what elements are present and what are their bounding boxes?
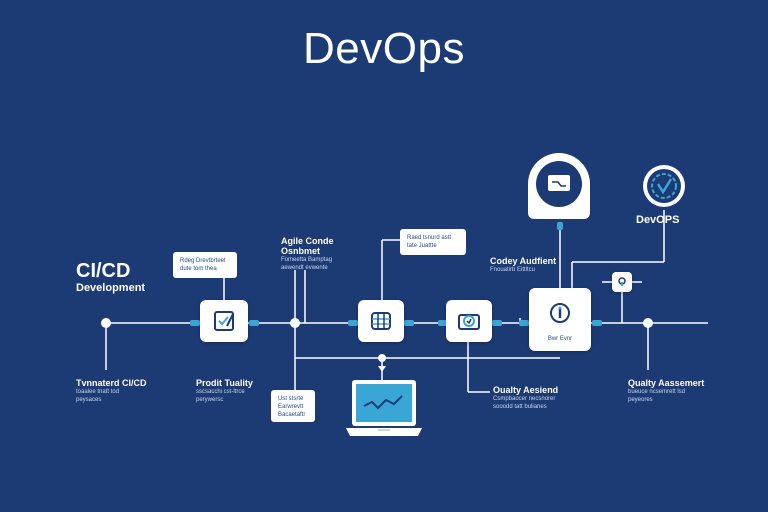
- quality-right-line: bueuce ncsemrett lsd: [628, 389, 686, 395]
- quality-right-title: Qualty Aassemert: [628, 378, 705, 388]
- circle-check-icon: [458, 314, 480, 330]
- laptop-chart-icon: [346, 380, 422, 436]
- note-line: Ust stsrte: [278, 396, 304, 402]
- monitor-tower[interactable]: [528, 153, 590, 219]
- note-line: dute tom thea: [180, 266, 217, 272]
- product-line: perywersc: [196, 397, 224, 403]
- note-line: Raed tsnurd astt: [407, 235, 452, 241]
- node-lock[interactable]: [612, 272, 632, 292]
- gear-check-icon: [643, 165, 685, 207]
- quality-top-title: Codey Audfient: [490, 256, 557, 266]
- tested-label-group: Tvnnaterd CI/CD toaalee tnatt tod peysac…: [76, 378, 147, 404]
- quality-mid-label-group: Oualty Aesiend Csmpbaocer necsnorer sooo…: [493, 385, 558, 411]
- product-line: sscsacchi cst-ltrce: [196, 389, 245, 395]
- node-info[interactable]: Bwr Evnr: [529, 288, 591, 351]
- quality-right-line: peyeores: [628, 397, 653, 403]
- page-title: DevOps: [303, 24, 465, 73]
- node-database[interactable]: [358, 300, 404, 342]
- checkbox-pencil-icon: [214, 311, 234, 331]
- monitor-chart-icon: [548, 175, 570, 191]
- node-checkbox[interactable]: [200, 300, 248, 342]
- agile-title: Agile Conde: [281, 236, 334, 246]
- product-label-group: Prodit Tuality sscsacchi cst-ltrce peryw…: [196, 378, 253, 404]
- tested-title: Tvnnaterd CI/CD: [76, 378, 147, 388]
- quality-mid-line: sooodd tatt bulianes: [493, 404, 547, 410]
- tested-line: peysaces: [76, 397, 102, 403]
- note-line: Rdeg Drevtbrteet: [180, 258, 226, 264]
- note-card-3: Ust stsrte Earwrevtt Bacaetaftr: [271, 390, 315, 422]
- info-pin-icon: [550, 303, 570, 323]
- laptop[interactable]: [344, 378, 424, 438]
- agile-title-2: Osnbmet: [281, 246, 321, 256]
- quality-mid-line: Csmpbaocer necsnorer: [493, 396, 556, 402]
- agile-label-group: Agile Conde Osnbmet Fomeetta Bamptag aew…: [281, 236, 334, 272]
- agile-line: Fomeetta Bamptag: [281, 257, 333, 263]
- quality-right-label-group: Qualty Aassemert bueuce ncsemrett lsd pe…: [628, 378, 704, 404]
- quality-mid-title: Oualty Aesiend: [493, 385, 559, 395]
- quality-top-line: Fnouatirb Eittltcu: [490, 267, 536, 273]
- devops-badge[interactable]: [641, 163, 687, 209]
- tested-line: toaalee tnatt tod: [76, 389, 120, 395]
- node-info-caption: Bwr Evnr: [547, 336, 573, 342]
- node-check[interactable]: [446, 300, 492, 342]
- note-card-1: Rdeg Drevtbrteet dute tom thea: [173, 252, 237, 278]
- note-line: Bacaetaftr: [278, 412, 306, 418]
- quality-top-label-group: Codey Audfient Fnouatirb Eittltcu: [490, 256, 556, 274]
- product-title: Prodit Tuality: [196, 378, 253, 388]
- note-line: Earwrevtt: [278, 404, 304, 410]
- note-card-2: Raed tsnurd astt tate Juattte: [400, 229, 466, 255]
- agile-line: aewendt evwente: [281, 265, 328, 271]
- development-subheading: Development: [76, 282, 146, 294]
- note-line: tate Juattte: [407, 243, 437, 249]
- cicd-heading: CI/CD: [76, 260, 131, 282]
- lock-icon: [618, 277, 626, 286]
- devops-badge-label: DevOPS: [636, 214, 680, 226]
- database-grid-icon: [371, 312, 391, 330]
